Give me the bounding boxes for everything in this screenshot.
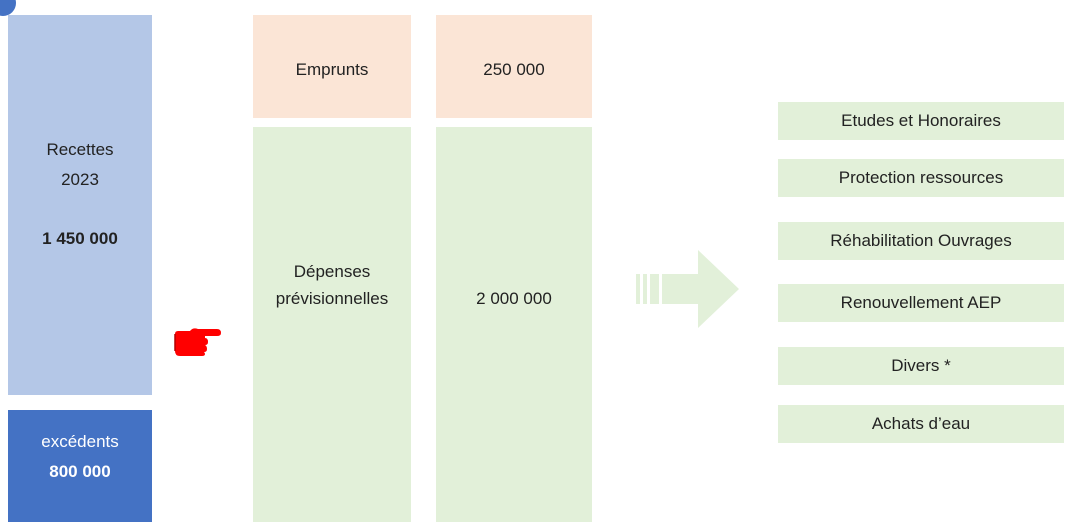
depenses-label-box: Dépenses prévisionnelles xyxy=(253,127,411,522)
excedents-box: excédents 800 000 xyxy=(8,410,152,522)
striped-right-arrow-icon xyxy=(636,250,739,328)
recettes-amount: 1 450 000 xyxy=(42,229,118,248)
depenses-label-line2: prévisionnelles xyxy=(275,289,389,308)
depenses-label-line1: Dépenses xyxy=(293,262,371,281)
emprunts-amount-box: 250 000 xyxy=(436,15,592,118)
excedents-label: excédents xyxy=(41,432,119,451)
corner-circle-icon xyxy=(0,0,16,16)
emprunts-label-box: Emprunts xyxy=(253,15,411,118)
emprunts-amount: 250 000 xyxy=(483,60,545,79)
category-etudes: Etudes et Honoraires xyxy=(778,102,1064,140)
category-renouvellement: Renouvellement AEP xyxy=(778,284,1064,322)
category-achats: Achats d’eau xyxy=(778,405,1064,443)
emprunts-label: Emprunts xyxy=(295,60,369,79)
recettes-label-line2: 2023 xyxy=(61,170,99,189)
pointing-hand-icon xyxy=(174,328,221,356)
category-protection: Protection ressources xyxy=(778,159,1064,197)
excedents-amount: 800 000 xyxy=(49,462,111,481)
category-divers: Divers * xyxy=(778,347,1064,385)
recettes-box: Recettes 2023 1 450 000 xyxy=(8,15,152,395)
depenses-amount-box: 2 000 000 xyxy=(436,127,592,522)
depenses-amount: 2 000 000 xyxy=(476,289,552,308)
recettes-label-line1: Recettes xyxy=(46,140,114,159)
category-rehabilitation: Réhabilitation Ouvrages xyxy=(778,222,1064,260)
